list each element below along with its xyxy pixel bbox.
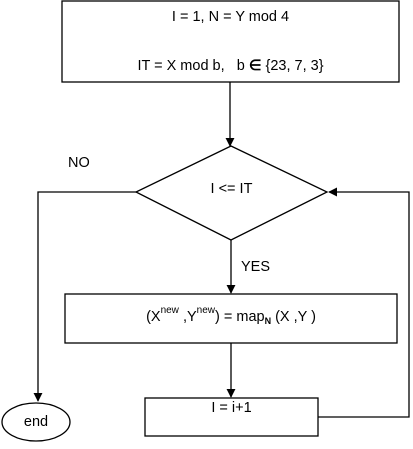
decision-condition-text: I <= IT	[210, 181, 253, 197]
init-line-1-text: I = 1, N = Y mod 4	[171, 9, 290, 25]
init-box	[61, 0, 400, 83]
yes-label: YES	[241, 260, 270, 275]
init-line-2: IT = X mod b, b ∈ {23, 7, 3}	[62, 59, 399, 74]
init-line-2-suffix: {23, 7, 3}	[261, 58, 324, 74]
arrow-no	[33, 191, 136, 402]
yes-label-text: YES	[241, 259, 271, 275]
end-text-value: end	[23, 414, 49, 430]
init-line-2-prefix: IT = X mod b, b	[137, 58, 249, 74]
increment-box	[144, 397, 319, 437]
no-label: NO	[68, 156, 90, 171]
map-open: (X	[146, 309, 161, 325]
map-args: (X ,Y )	[271, 309, 316, 325]
loop-back-arrow	[318, 187, 410, 418]
map-subscript: N	[264, 316, 272, 326]
x-superscript: new	[160, 305, 179, 316]
end-text: end	[2, 415, 70, 430]
map-expression: (Xnew ,Ynew) = mapN (X ,Y )	[65, 306, 397, 326]
increment-text: I = i+1	[145, 401, 318, 416]
init-line-1: I = 1, N = Y mod 4	[62, 10, 399, 25]
map-mid: ,Y	[178, 309, 197, 325]
decision-condition: I <= IT	[136, 182, 327, 197]
no-label-text: NO	[68, 155, 90, 171]
end-terminal	[1, 402, 71, 442]
map-eq: ) = map	[215, 309, 265, 325]
element-of-symbol: ∈	[248, 58, 262, 74]
y-superscript: new	[196, 305, 216, 316]
increment-text-value: I = i+1	[211, 400, 252, 416]
